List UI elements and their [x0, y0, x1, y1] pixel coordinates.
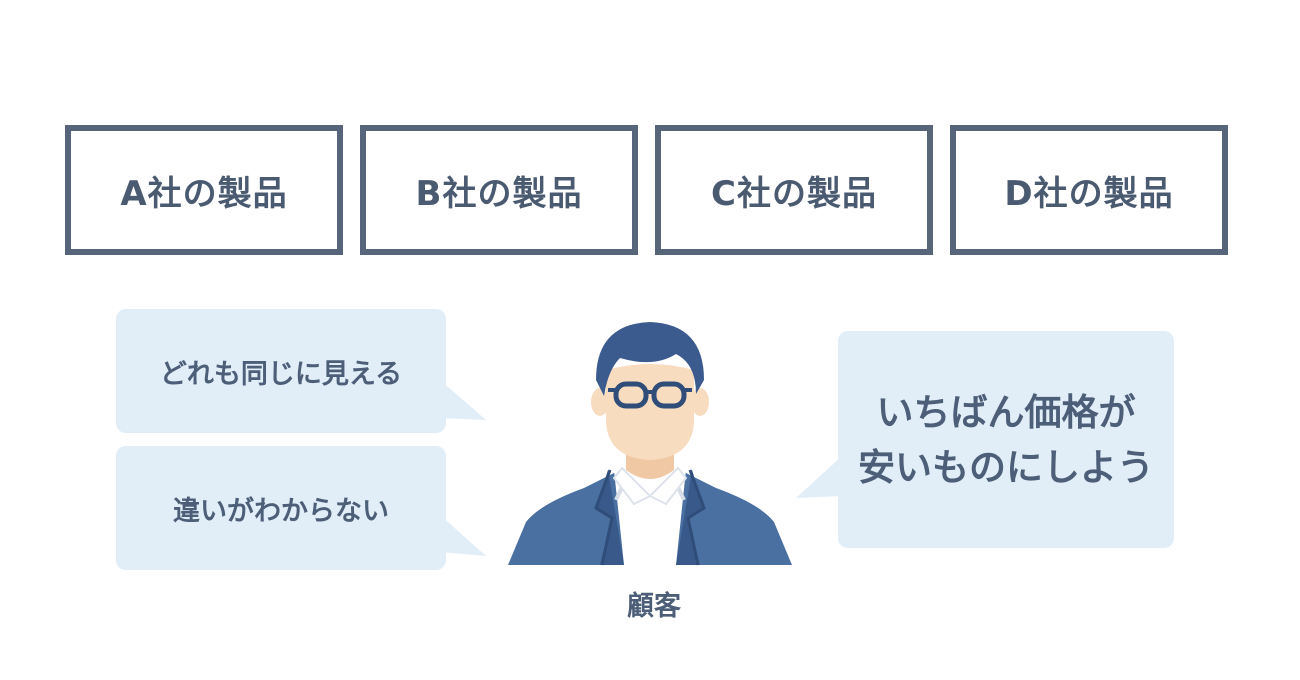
product-box-b: B社の製品 — [360, 125, 638, 255]
product-label-c: C社の製品 — [711, 173, 877, 214]
product-box-c: C社の製品 — [655, 125, 933, 255]
bubble-text-no-difference: 違いがわからない — [173, 495, 389, 527]
product-box-a: A社の製品 — [65, 125, 343, 255]
speech-bubble-same-looking: どれも同じに見える — [116, 309, 446, 433]
speech-bubble-cheapest: いちばん価格が 安いものにしよう — [838, 331, 1174, 548]
bubble-text-cheapest: いちばん価格が 安いものにしよう — [858, 390, 1154, 489]
bubble-text-same-looking: どれも同じに見える — [159, 358, 403, 390]
product-label-b: B社の製品 — [415, 173, 583, 214]
product-label-a: A社の製品 — [120, 173, 288, 214]
person-caption: 顧客 — [627, 591, 681, 622]
product-box-d: D社の製品 — [950, 125, 1228, 255]
product-label-d: D社の製品 — [1004, 173, 1174, 214]
businessman-with-glasses-icon — [508, 322, 792, 566]
speech-bubble-no-difference: 違いがわからない — [116, 446, 446, 570]
